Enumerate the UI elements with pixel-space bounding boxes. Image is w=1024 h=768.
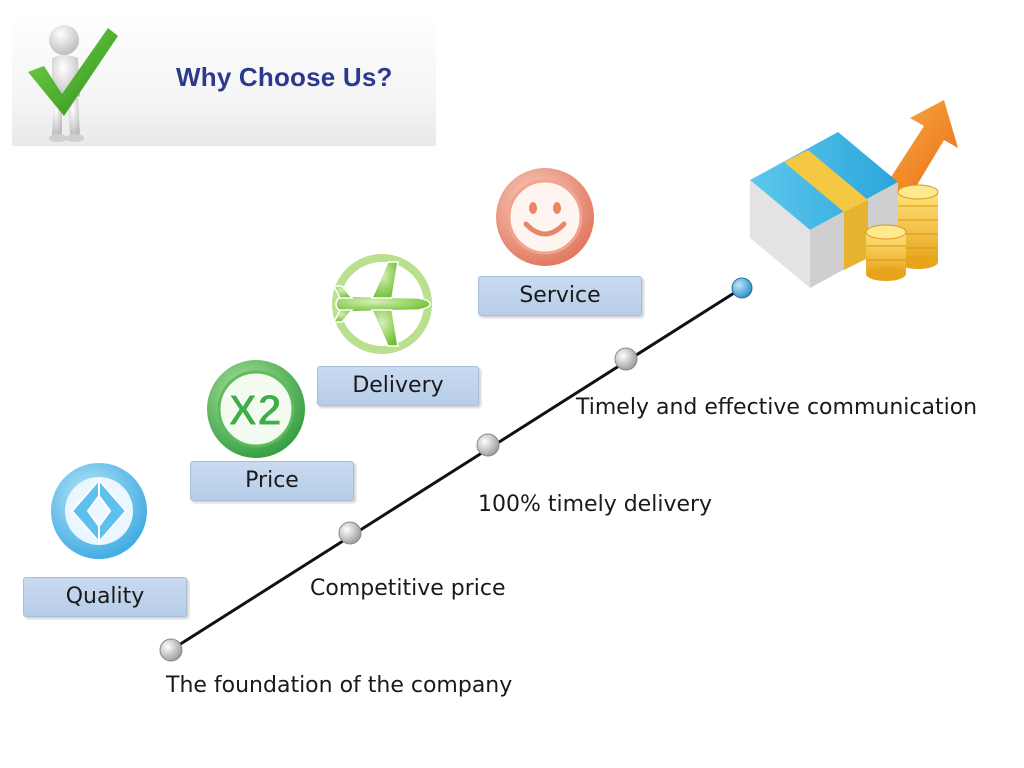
- timeline-node-3: [477, 434, 499, 456]
- step-label-delivery: Delivery: [317, 366, 479, 406]
- milestone-foundation: The foundation of the company: [166, 673, 512, 698]
- money-growth-icon: [748, 98, 968, 290]
- airplane-icon: [330, 252, 436, 356]
- smiley-icon: [494, 166, 596, 268]
- step-label-price: Price: [190, 461, 354, 501]
- timeline-node-1: [160, 639, 182, 661]
- milestone-communication: Timely and effective communication: [576, 395, 977, 420]
- milestone-timely-delivery: 100% timely delivery: [478, 492, 712, 517]
- timeline-node-2: [339, 522, 361, 544]
- x2-badge-icon: X2: [204, 357, 308, 461]
- milestone-competitive-price: Competitive price: [310, 576, 506, 601]
- x2-badge-text: X2: [228, 386, 282, 435]
- quality-arrows-icon: [48, 460, 150, 562]
- step-label-service: Service: [478, 276, 642, 316]
- step-label-quality: Quality: [23, 577, 187, 617]
- timeline-node-4: [615, 348, 637, 370]
